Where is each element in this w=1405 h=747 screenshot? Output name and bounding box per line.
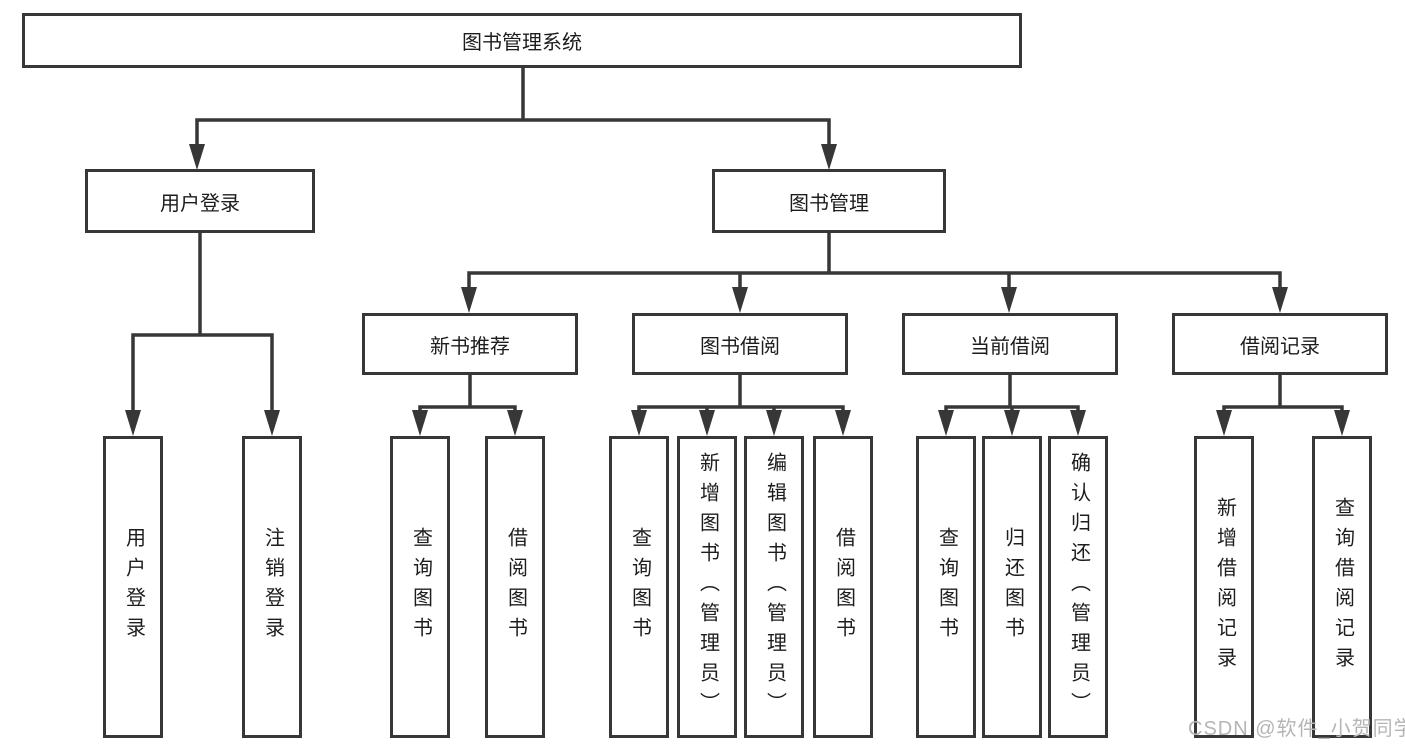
- leaf-borrow-books-recommend-label: 借阅图书: [504, 527, 527, 647]
- node-user-login-module: 用户登录: [85, 169, 315, 233]
- leaf-query-books-borrow-label: 查询图书: [628, 527, 651, 647]
- leaf-return-book-label: 归还图书: [1001, 527, 1024, 647]
- leaf-query-books-recommend: 查询图书: [390, 436, 450, 738]
- node-borrowing-records: 借阅记录: [1172, 313, 1388, 375]
- leaf-add-borrow-record-label: 新增借阅记录: [1213, 497, 1236, 677]
- leaf-edit-book-admin-label: 编辑图书（管理员）: [763, 452, 786, 722]
- leaf-query-borrow-record: 查询借阅记录: [1312, 436, 1372, 738]
- leaf-borrow-books-label: 借阅图书: [832, 527, 855, 647]
- leaf-add-borrow-record: 新增借阅记录: [1194, 436, 1254, 738]
- leaf-query-books-current: 查询图书: [916, 436, 976, 738]
- leaf-logout: 注销登录: [242, 436, 302, 738]
- node-current-borrowing: 当前借阅: [902, 313, 1118, 375]
- leaf-query-books-current-label: 查询图书: [935, 527, 958, 647]
- node-new-book-recommend: 新书推荐: [362, 313, 578, 375]
- leaf-logout-label: 注销登录: [261, 527, 284, 647]
- leaf-query-borrow-record-label: 查询借阅记录: [1331, 497, 1354, 677]
- leaf-user-login-label: 用户登录: [122, 527, 145, 647]
- leaf-add-book-admin: 新增图书（管理员）: [677, 436, 737, 738]
- node-book-management-module: 图书管理: [712, 169, 946, 233]
- csdn-watermark: CSDN @软件_小贺同学: [1188, 718, 1405, 740]
- leaf-confirm-return-admin-label: 确认归还（管理员）: [1067, 452, 1090, 722]
- leaf-edit-book-admin: 编辑图书（管理员）: [744, 436, 804, 738]
- node-root-library-system: 图书管理系统: [22, 13, 1022, 68]
- node-book-borrowing: 图书借阅: [632, 313, 848, 375]
- leaf-borrow-books: 借阅图书: [813, 436, 873, 738]
- leaf-add-book-admin-label: 新增图书（管理员）: [696, 452, 719, 722]
- leaf-query-books-borrow: 查询图书: [609, 436, 669, 738]
- leaf-confirm-return-admin: 确认归还（管理员）: [1048, 436, 1108, 738]
- leaf-query-books-recommend-label: 查询图书: [409, 527, 432, 647]
- leaf-user-login: 用户登录: [103, 436, 163, 738]
- leaf-borrow-books-recommend: 借阅图书: [485, 436, 545, 738]
- leaf-return-book: 归还图书: [982, 436, 1042, 738]
